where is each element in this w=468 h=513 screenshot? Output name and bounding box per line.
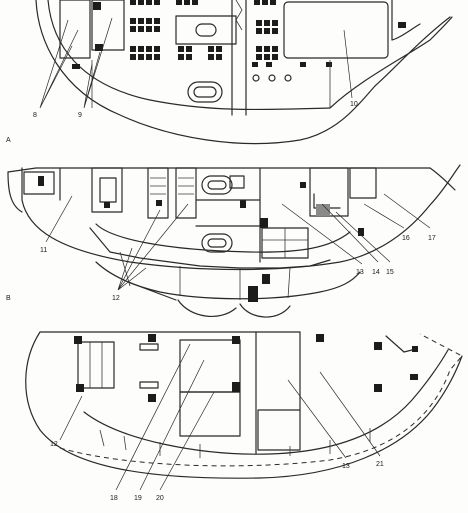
left-stair-block (59, 0, 91, 59)
fixture (95, 44, 103, 51)
sponson-upper (89, 227, 331, 269)
deck-plan-middle: 11 12 13 14 15 16 17 B (6, 164, 461, 318)
porthole-icon (252, 74, 260, 82)
callout-19: 19 (134, 495, 142, 502)
leader-15 (335, 211, 391, 263)
inner-deck-line (95, 223, 351, 253)
seating-rows-left (130, 0, 160, 60)
bow-line (329, 16, 453, 109)
seating-rows-center (175, 0, 237, 60)
room (349, 167, 377, 199)
oval-table-inner (207, 238, 227, 248)
callout-13: 13 (342, 463, 350, 470)
callout-17: 17 (428, 235, 436, 242)
porthole-icon (284, 74, 292, 82)
seating-rows-right (254, 0, 278, 60)
callout-16: 16 (402, 235, 410, 242)
leader-17 (383, 193, 431, 229)
leader-11 (45, 195, 73, 243)
bow-edge (391, 0, 421, 41)
callout-14: 14 (372, 269, 380, 276)
callout-15: 15 (386, 269, 394, 276)
leader-16 (363, 203, 405, 229)
panel-letter-a: A (6, 137, 11, 144)
room (175, 167, 197, 219)
panel-letter-b: B (6, 295, 11, 302)
leader-21 (319, 371, 381, 457)
dashed-outline (59, 333, 463, 467)
callout-9: 9 (78, 112, 82, 119)
leader-13 (287, 379, 347, 459)
leader-18 (115, 343, 191, 491)
callout-21: 21 (376, 461, 384, 468)
porthole-icon (268, 74, 276, 82)
callout-11: 11 (40, 247, 47, 254)
callout-20: 20 (156, 495, 164, 502)
fixture (38, 176, 44, 186)
fixture-box (229, 175, 245, 189)
leader-13 (281, 203, 363, 265)
stair-treads (178, 177, 194, 195)
callout-12: 12 (50, 441, 58, 448)
lifeboat-shape (239, 303, 291, 318)
deck-plan-top: 8 9 10 A (6, 0, 453, 145)
bow-rail (385, 335, 413, 353)
stair-outline (313, 193, 341, 209)
oval-table (201, 233, 233, 253)
leader-12 (117, 203, 189, 291)
hull-outline (25, 331, 463, 479)
callout-10: 10 (350, 101, 358, 108)
large-room (283, 1, 389, 59)
inner-deck-line (83, 349, 449, 455)
stair-treads (150, 177, 166, 195)
room (147, 167, 169, 219)
stair-zigzag (235, 0, 243, 31)
stern-room (77, 341, 115, 389)
bench (139, 343, 159, 351)
stern-room (23, 171, 55, 195)
lifeboat-shape (177, 299, 237, 317)
room (179, 391, 241, 437)
hatched-area (316, 204, 330, 216)
oval-table-inner (193, 86, 217, 98)
leader-8 (39, 19, 79, 109)
room (91, 167, 123, 213)
leader-19 (139, 359, 205, 491)
hull-outline (21, 164, 461, 271)
left-room (91, 0, 125, 51)
callout-8: 8 (33, 112, 37, 119)
stair-block (99, 177, 117, 203)
hull-outline (35, 0, 451, 145)
leader-9 (83, 17, 113, 109)
leader-20 (159, 391, 215, 491)
oval-table-inner (207, 180, 227, 190)
leader-10 (343, 29, 353, 99)
oval-table (187, 81, 223, 103)
room (257, 409, 301, 451)
bow-line (429, 167, 456, 191)
fixture (93, 2, 101, 10)
room (179, 339, 241, 393)
stern-line (7, 167, 61, 201)
bench (139, 381, 159, 389)
leader-14 (321, 203, 379, 263)
callout-18: 18 (110, 495, 118, 502)
callout-12: 12 (112, 295, 120, 302)
deck-plan-bottom: 12 18 19 20 21 13 (25, 331, 463, 502)
stern-curve (7, 171, 23, 213)
fixture (72, 64, 80, 69)
callout-13: 13 (356, 269, 364, 276)
oval-table (201, 175, 233, 195)
leader-12 (59, 395, 83, 441)
